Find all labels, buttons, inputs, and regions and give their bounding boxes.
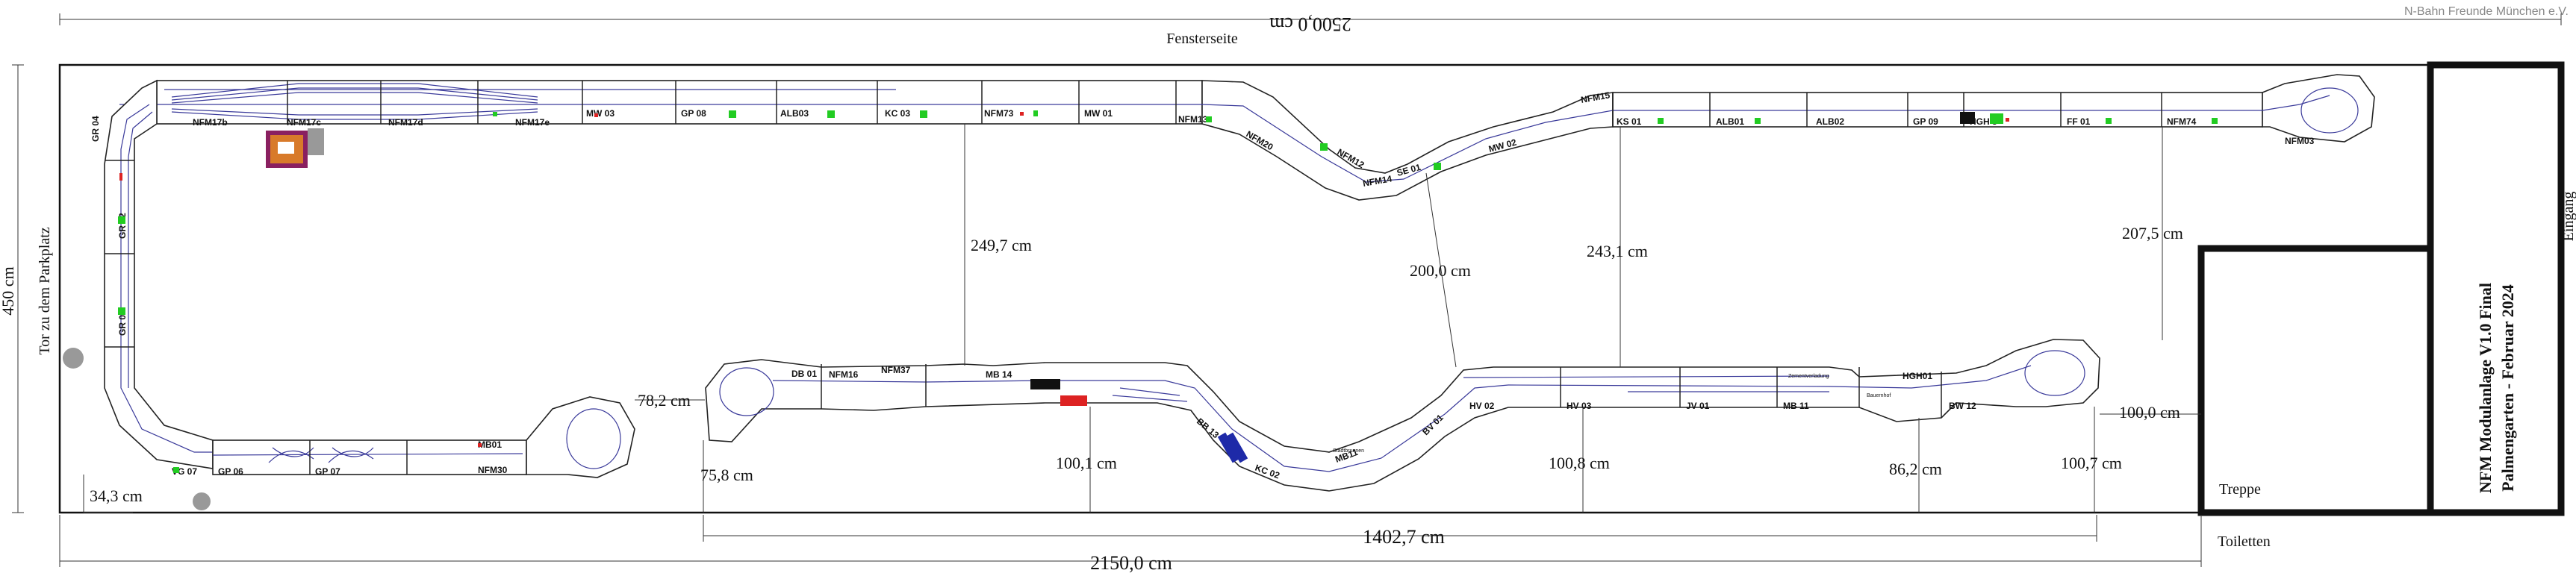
module-label: NFM17c bbox=[287, 117, 321, 128]
left-baseboards bbox=[104, 79, 214, 469]
module-label: NFM17b bbox=[193, 117, 228, 128]
dim-label: 34,3 cm bbox=[90, 486, 143, 505]
module-label: NFM30 bbox=[478, 465, 508, 475]
dim-label: 100,7 cm bbox=[2061, 454, 2122, 472]
module-label: FF 01 bbox=[2067, 116, 2091, 127]
dimension-inner-label: 1402,7 cm bbox=[1363, 526, 1445, 548]
dim-label: 78,2 cm bbox=[638, 391, 691, 410]
window-side-label: Fensterseite bbox=[1166, 31, 1238, 47]
bottom-baseboards bbox=[705, 339, 2100, 492]
buildings bbox=[266, 112, 2003, 463]
module-label: MB 14 bbox=[986, 369, 1012, 380]
tiny-label: Stadtbrunnen bbox=[1333, 448, 1364, 454]
module-label: MB01 bbox=[478, 439, 502, 450]
dimension-bottom-total: 2150,0 cm Toiletten bbox=[59, 515, 2271, 574]
module-label: HV 03 bbox=[1567, 401, 1592, 411]
dim-label: 86,2 cm bbox=[1889, 460, 1942, 478]
module-label: MW 01 bbox=[1084, 108, 1113, 119]
title-line2: Palmengarten - Februar 2024 bbox=[2498, 284, 2517, 492]
dim-label: 200,0 cm bbox=[1410, 261, 1471, 280]
dim-label: 100,0 cm bbox=[2119, 403, 2180, 422]
module-label: JV 01 bbox=[1686, 401, 1710, 411]
toilets-label: Toiletten bbox=[2218, 533, 2271, 550]
module-label: DB 01 bbox=[791, 369, 817, 379]
module-label: NFM13 bbox=[1178, 114, 1208, 125]
module-label: MW 03 bbox=[586, 108, 615, 119]
bottom-left-baseboards bbox=[212, 396, 635, 478]
top-baseboards bbox=[119, 74, 2375, 201]
module-label: NFM73 bbox=[984, 108, 1014, 119]
module-label: GP 08 bbox=[681, 108, 706, 119]
stairwell-area: NFM Modulanlage V1.0 Final Palmengarten … bbox=[2197, 61, 2576, 516]
trees bbox=[63, 348, 211, 510]
module-label: NFM17e bbox=[515, 117, 550, 128]
dim-label: 243,1 cm bbox=[1587, 242, 1648, 260]
module-label: GP 07 bbox=[315, 466, 340, 477]
module-label: GR 01 bbox=[117, 310, 128, 336]
dimension-top-label: 2500,0 cm bbox=[1269, 13, 1351, 35]
dim-label: 100,1 cm bbox=[1056, 454, 1117, 472]
dimension-top-total: 2500,0 cm bbox=[59, 13, 2562, 35]
module-label: NFM15 bbox=[1580, 90, 1611, 105]
dimension-height: 450 cm bbox=[0, 64, 24, 513]
module-label: ALB01 bbox=[1716, 116, 1744, 127]
title-line1: NFM Modulanlage V1.0 Final bbox=[2476, 283, 2495, 493]
module-label: NFM03 bbox=[2285, 136, 2315, 146]
module-label: MB 11 bbox=[1783, 401, 1809, 411]
module-labels: NFM17b NFM17c NFM17d NFM17e MW 03 GP 08 … bbox=[90, 90, 2315, 480]
module-label: ALB02 bbox=[1816, 116, 1844, 127]
module-dividers bbox=[105, 81, 2162, 475]
gate-label: Tor zu dem Parkplatz bbox=[37, 227, 53, 354]
module-label: ALB03 bbox=[780, 108, 809, 119]
dimension-height-label: 450 cm bbox=[0, 266, 17, 315]
module-label: GP 06 bbox=[218, 466, 243, 477]
stairs-label: Treppe bbox=[2219, 481, 2261, 498]
module-label: NFM16 bbox=[829, 369, 859, 380]
dimension-inner-span: 1402,7 cm bbox=[703, 515, 2097, 548]
dim-label: 207,5 cm bbox=[2122, 224, 2183, 242]
module-label: HV 02 bbox=[1469, 401, 1495, 411]
dim-label: 249,7 cm bbox=[971, 236, 1032, 254]
module-label: HGH01 bbox=[1903, 371, 1932, 381]
module-label: GP 09 bbox=[1913, 116, 1938, 127]
module-label: GR 04 bbox=[90, 116, 101, 142]
dim-label: 75,8 cm bbox=[700, 466, 753, 484]
dim-label: 100,8 cm bbox=[1549, 454, 1610, 472]
credit-label: N-Bahn Freunde München e.V. bbox=[2404, 5, 2569, 18]
dimension-bottom-label: 2150,0 cm bbox=[1090, 552, 1172, 574]
signals bbox=[118, 110, 2218, 473]
module-label: KC 03 bbox=[885, 108, 910, 119]
module-label: NFM37 bbox=[881, 365, 911, 375]
module-label: NFM14 bbox=[1362, 173, 1393, 189]
module-label: NFM17d bbox=[388, 117, 423, 128]
entrance-label: Eingang bbox=[2560, 192, 2576, 242]
interior-dimensions: 249,7 cm 200,0 cm 243,1 cm 207,5 cm 78,2… bbox=[83, 124, 2201, 513]
module-label: NFM74 bbox=[2167, 116, 2197, 127]
module-label: KS 01 bbox=[1617, 116, 1642, 127]
module-label: BW 12 bbox=[1949, 401, 1976, 411]
tiny-label: Bauernhof bbox=[1867, 393, 1891, 398]
tiny-label: Zementverladung bbox=[1788, 374, 1829, 379]
